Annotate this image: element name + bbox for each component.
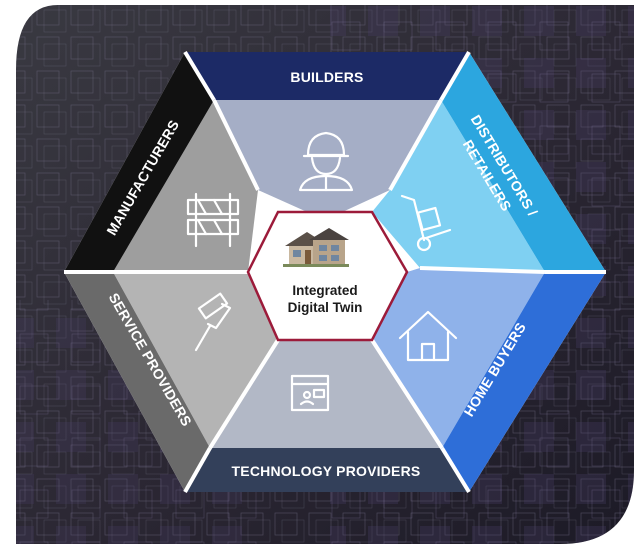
home_buyers-band <box>442 272 606 492</box>
technology-band <box>185 448 469 492</box>
segment-manufacturers <box>64 52 258 272</box>
divider-line <box>183 447 212 493</box>
video-call-icon <box>290 374 330 412</box>
divider-line <box>388 99 443 191</box>
builders-label: BUILDERS <box>290 69 363 85</box>
service-band <box>64 272 210 492</box>
builders-tile <box>214 100 441 220</box>
house-icon <box>283 228 349 267</box>
technology-label: TECHNOLOGY PROVIDERS <box>232 463 421 479</box>
home-icon <box>398 310 458 362</box>
builders-band <box>185 52 469 100</box>
divider-line <box>419 266 546 274</box>
divider-line <box>440 446 471 494</box>
segment-distributors <box>372 52 606 272</box>
hand-truck-icon <box>400 194 452 252</box>
divider-line <box>212 99 260 191</box>
technology-tile <box>210 340 442 448</box>
distributors-tile <box>372 100 545 272</box>
distributors-band <box>441 52 606 272</box>
segment-technology <box>185 340 469 492</box>
hardhat-worker-icon <box>298 131 354 192</box>
segment-home_buyers <box>372 268 606 492</box>
divider-line <box>439 50 471 102</box>
divider-line <box>370 338 444 450</box>
home_buyers-tile <box>372 268 545 448</box>
barricade-icon <box>186 192 240 248</box>
divider-line <box>208 338 280 450</box>
divider-line <box>183 50 216 102</box>
center-hexagon <box>246 210 409 342</box>
paint-roller-icon <box>194 292 232 352</box>
center-hub: Integrated Digital Twin <box>246 210 409 342</box>
manufacturers-tile <box>113 100 258 272</box>
manufacturers-band <box>64 52 214 272</box>
center-title-line1: Integrated <box>292 283 357 298</box>
segment-builders <box>185 52 469 220</box>
center-title-line2: Digital Twin <box>288 300 363 315</box>
